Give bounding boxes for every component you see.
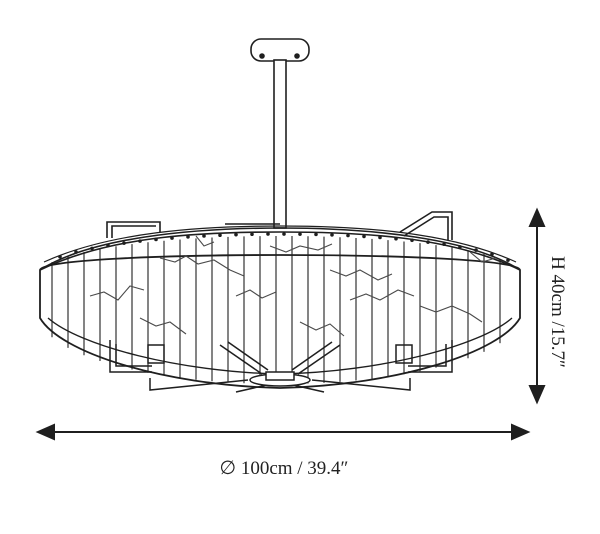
shade-rivet — [186, 235, 190, 239]
marble-vein — [299, 321, 345, 337]
shade-rivet — [506, 258, 510, 262]
shade-rivet — [138, 239, 142, 243]
down-rod — [273, 59, 287, 229]
shade-rivet — [266, 232, 270, 236]
diameter-arrow-left — [35, 423, 55, 441]
shade-rivet — [202, 234, 206, 238]
shade-rivet — [330, 233, 334, 237]
diameter-arrow-right — [511, 423, 531, 441]
shade-rivet — [394, 236, 398, 241]
shade-rivet — [490, 252, 494, 256]
diameter-dimension — [35, 423, 531, 441]
shade-rivet — [410, 238, 414, 243]
height-arrow-top — [528, 207, 546, 227]
drum-shade — [39, 225, 521, 389]
diameter-label: ∅ 100cm / 39.4″ — [220, 458, 349, 479]
shade-rivet — [362, 234, 366, 239]
height-arrow-bottom — [528, 385, 546, 405]
marble-vein — [469, 251, 497, 263]
shade-rivet — [170, 236, 174, 240]
shade-rivet — [474, 248, 478, 252]
shade-rivet — [250, 232, 254, 237]
upper-frame — [106, 211, 453, 240]
shade-rivet — [458, 245, 462, 249]
shade-rivet — [442, 242, 446, 247]
marble-vein — [235, 289, 277, 299]
shade-rivet — [218, 233, 222, 238]
shade-rivet — [282, 232, 286, 236]
shade-rivet — [74, 250, 78, 254]
shade-rivet — [106, 243, 110, 248]
shade-rivet — [122, 241, 126, 245]
marble-vein — [329, 269, 393, 281]
shade-rivet — [378, 235, 382, 240]
marble-vein — [139, 317, 187, 335]
marble-vein — [159, 255, 245, 277]
shade-rivet — [298, 232, 302, 236]
ceiling-canopy — [250, 38, 310, 62]
shade-rivet — [346, 233, 350, 238]
shade-rivet — [234, 232, 238, 237]
shade-rivet — [90, 246, 94, 251]
marble-vein — [269, 243, 333, 253]
marble-vein — [195, 235, 215, 247]
shade-rivet — [154, 237, 158, 242]
height-label: H 40cm /15.7″ — [547, 256, 568, 368]
height-dimension — [528, 207, 546, 405]
marble-vein — [349, 289, 415, 301]
marble-vein — [419, 305, 483, 323]
marble-vein — [89, 285, 145, 301]
shade-rivet — [58, 255, 62, 259]
shade-rivet — [314, 232, 318, 237]
shade-rivet — [426, 240, 430, 244]
lower-frame — [109, 340, 453, 393]
